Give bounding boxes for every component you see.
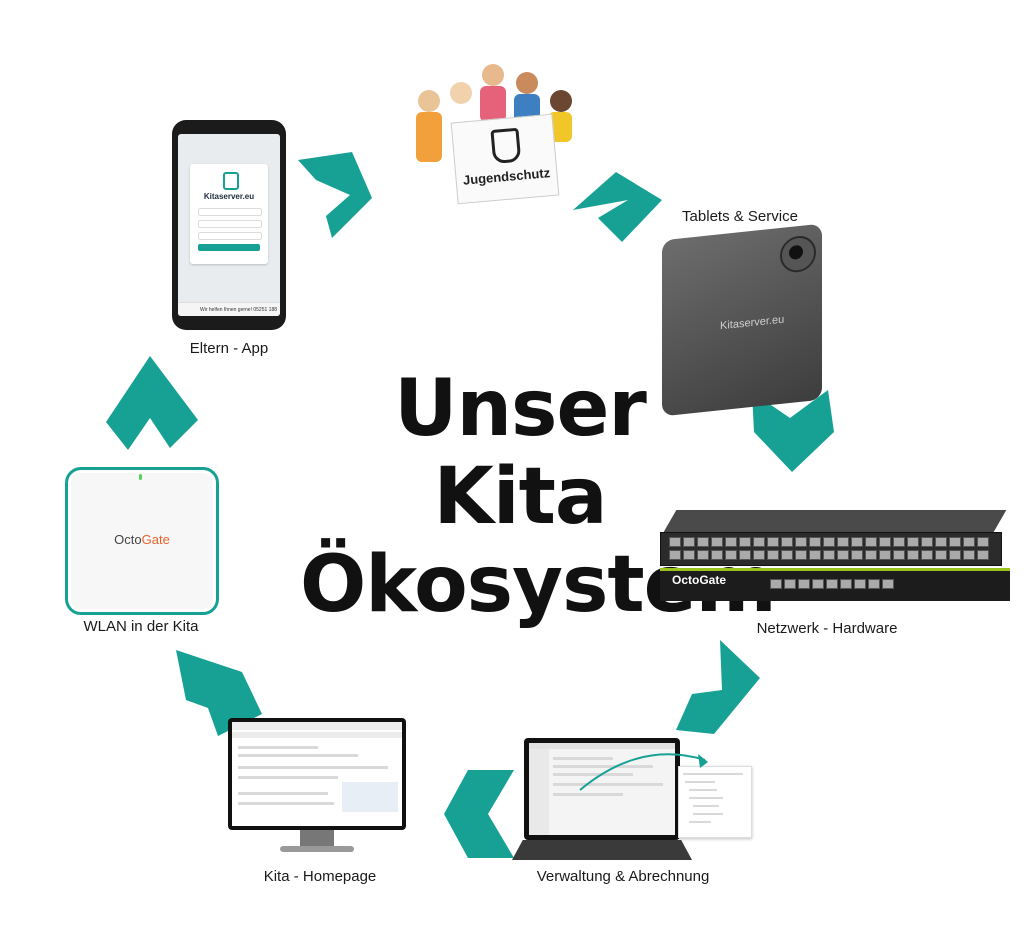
label-verwaltung: Verwaltung & Abrechnung: [536, 868, 710, 885]
label-eltern-app: Eltern - App: [189, 340, 269, 357]
ap-brand: OctoGate: [114, 532, 170, 547]
label-homepage: Kita - Homepage: [263, 868, 377, 885]
jugendschutz-sign-text: Jugendschutz: [462, 165, 551, 188]
lock-icon: [223, 172, 239, 190]
arrow-homepage-to-wlan: [176, 650, 262, 736]
label-wlan: WLAN in der Kita: [83, 618, 199, 635]
switch-brand: OctoGate: [672, 573, 727, 587]
arrow-tablets-to-netzwerk: [752, 390, 834, 472]
eltern-app-phone: Kitaserver.eu Wir helfen Ihnen gerne! 05…: [172, 120, 286, 330]
tablet-device: Kitaserver.eu: [662, 223, 822, 417]
status-led: [139, 474, 142, 480]
app-brand: Kitaserver.eu: [203, 192, 255, 201]
report-sheet: [678, 766, 752, 838]
wlan-access-point: OctoGate: [65, 467, 219, 615]
arrow-app-to-jugendschutz: [298, 152, 372, 238]
shield-icon: [490, 127, 522, 165]
app-footer: Wir helfen Ihnen gerne! 05251 188 40 40: [178, 302, 280, 316]
homepage-monitor: [228, 718, 406, 860]
arrow-wlan-to-app: [106, 356, 198, 450]
arrow-jugendschutz-to-tablets: [573, 172, 662, 242]
tablet-logo: Kitaserver.eu: [720, 313, 785, 333]
connector-curve: [579, 753, 708, 791]
label-netzwerk-hardware: Netzwerk - Hardware: [756, 620, 898, 637]
jugendschutz-photo: Jugendschutz: [416, 60, 586, 205]
label-tablets-service: Tablets & Service: [682, 208, 798, 225]
laptop-verwaltung: [512, 738, 692, 863]
arrow-netzwerk-to-verwaltung: [676, 640, 760, 734]
arrow-verwaltung-to-homepage: [444, 770, 514, 858]
network-switch: OctoGate: [660, 510, 1015, 610]
